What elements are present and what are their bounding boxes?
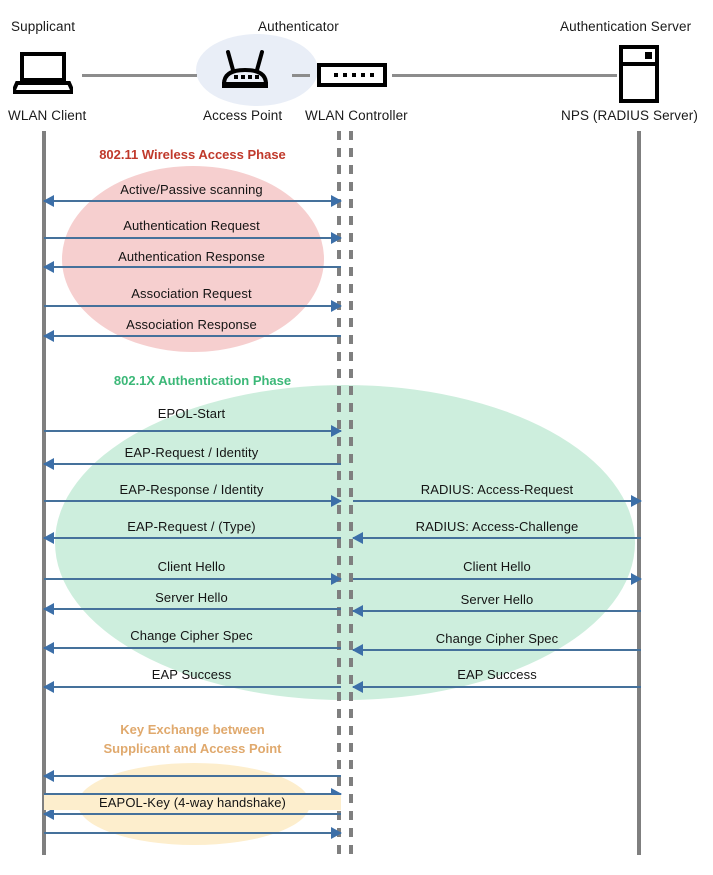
actor-role-auth-server: Authentication Server [560, 19, 692, 34]
actor-caption-access-point: Access Point [203, 108, 283, 123]
message-label-server-hello-left: Server Hello [155, 590, 228, 605]
message-arrow-eapol-key-3 [43, 808, 341, 820]
arrowhead-right [331, 195, 342, 207]
arrowhead-left [43, 603, 54, 615]
message-arrow-eap-success-right [352, 681, 641, 693]
link-ap-to-wlc [292, 74, 310, 77]
message-arrow-authentication-response [43, 261, 341, 273]
lifeline-access-point [337, 131, 341, 855]
arrowhead-right [331, 232, 342, 244]
arrowhead-right [631, 573, 642, 585]
arrowhead-left [43, 330, 54, 342]
phase-title-key-exchange: Key Exchange between Supplicant and Acce… [103, 722, 282, 756]
message-arrow-eapol-key-1 [43, 770, 341, 782]
message-label-client-hello-left: Client Hello [157, 559, 226, 574]
message-label-eapol-start: EPOL-Start [157, 406, 226, 421]
message-label-association-response: Association Response [126, 317, 257, 332]
phase-title-dot1x-auth: 802.1X Authentication Phase [113, 373, 292, 388]
phase-blob-wireless-access [62, 166, 324, 352]
message-arrow-radius-access-request [353, 495, 642, 507]
message-label-radius-access-request: RADIUS: Access-Request [420, 482, 574, 497]
arrowhead-left [352, 532, 363, 544]
arrowhead-left [43, 808, 54, 820]
message-arrow-eapol-start [44, 425, 342, 437]
arrowhead-left [352, 605, 363, 617]
link-wlc-to-nps [392, 74, 617, 77]
arrowhead-left [43, 642, 54, 654]
message-label-authentication-request: Authentication Request [123, 218, 260, 233]
message-arrow-client-hello-left [44, 573, 342, 585]
arrowhead-right [331, 827, 342, 839]
arrowhead-left [43, 195, 54, 207]
lifeline-wlan-controller [349, 131, 353, 855]
phase-blob-dot1x-auth [55, 385, 635, 700]
message-arrow-eap-success-left [43, 681, 341, 693]
message-label-eap-request-type: EAP-Request / (Type) [127, 519, 256, 534]
arrowhead-left [43, 261, 54, 273]
arrowhead-left [43, 458, 54, 470]
message-arrow-eap-request-type [43, 532, 341, 544]
arrowhead-left [352, 681, 363, 693]
wireless-router-icon [216, 48, 274, 94]
message-label-server-hello-right: Server Hello [460, 592, 534, 607]
message-label-change-cipher-spec-left: Change Cipher Spec [130, 628, 253, 643]
arrowhead-left [43, 681, 54, 693]
message-label-eapol-key-4way-handshake: EAPOL-Key (4-way handshake) [44, 795, 341, 810]
message-label-authentication-response: Authentication Response [118, 249, 265, 264]
message-arrow-active-passive-scanning [43, 195, 342, 207]
message-arrow-authentication-request [44, 232, 342, 244]
message-label-change-cipher-spec-right: Change Cipher Spec [435, 631, 559, 646]
message-arrow-server-hello-left [43, 603, 341, 615]
arrowhead-right [331, 788, 342, 800]
message-arrow-change-cipher-spec-left [43, 642, 341, 654]
message-arrow-association-request [44, 300, 342, 312]
arrowhead-right [331, 300, 342, 312]
message-arrow-server-hello-right [352, 605, 641, 617]
arrowhead-right [331, 425, 342, 437]
message-label-association-request: Association Request [131, 286, 252, 301]
message-arrow-eap-request-identity [43, 458, 341, 470]
actor-role-authenticator: Authenticator [258, 19, 339, 34]
arrowhead-right [331, 573, 342, 585]
message-arrow-client-hello-right [353, 573, 642, 585]
lifeline-auth-server [637, 131, 641, 855]
message-label-eap-response-identity: EAP-Response / Identity [119, 482, 264, 497]
laptop-icon [13, 52, 73, 94]
server-tower-icon [619, 45, 659, 103]
arrowhead-left [43, 770, 54, 782]
message-label-eap-success-left: EAP Success [151, 667, 232, 682]
actor-caption-wlan-controller: WLAN Controller [305, 108, 408, 123]
arrowhead-left [352, 644, 363, 656]
actor-caption-nps-server: NPS (RADIUS Server) [561, 108, 698, 123]
message-arrow-association-response [43, 330, 341, 342]
message-arrow-eapol-key-2 [44, 788, 342, 800]
message-label-active-passive-scanning: Active/Passive scanning [120, 182, 263, 197]
message-label-eap-success-right: EAP Success [457, 667, 537, 682]
link-client-to-ap [82, 74, 197, 77]
message-label-client-hello-right: Client Hello [463, 559, 531, 574]
message-label-eap-request-identity: EAP-Request / Identity [124, 445, 259, 460]
arrowhead-left [43, 532, 54, 544]
message-label-radius-access-challenge: RADIUS: Access-Challenge [415, 519, 579, 534]
actor-role-supplicant: Supplicant [11, 19, 76, 34]
arrowhead-right [331, 495, 342, 507]
arrowhead-right [631, 495, 642, 507]
phase-title-wireless-access: 802.11 Wireless Access Phase [99, 147, 286, 162]
message-arrow-eap-response-identity [44, 495, 342, 507]
network-switch-icon [317, 63, 387, 87]
message-arrow-change-cipher-spec-right [352, 644, 641, 656]
message-arrow-radius-access-challenge [352, 532, 641, 544]
lifeline-supplicant [42, 131, 46, 855]
message-arrow-eapol-key-4 [44, 827, 342, 839]
actor-caption-wlan-client: WLAN Client [8, 108, 87, 123]
